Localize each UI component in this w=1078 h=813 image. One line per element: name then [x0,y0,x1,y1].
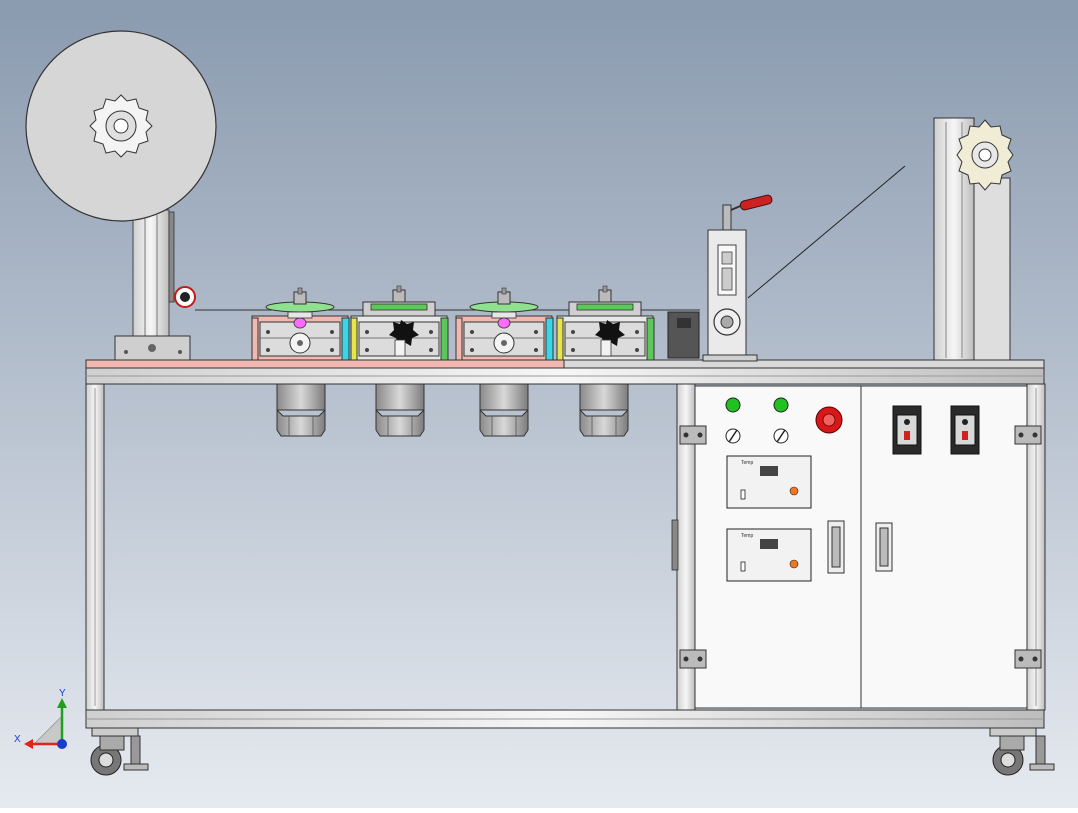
electrical-cabinet: Temp Temp [679,385,1042,709]
horn-tip [497,317,511,329]
adjust-knob [595,320,625,346]
cutter-bolt [396,285,402,293]
disc-collar [287,311,313,319]
unwind-reel [25,30,217,362]
side-block [341,317,350,361]
selector-switch[interactable] [725,428,741,444]
tension-unit [667,165,906,362]
motor-body [375,383,425,411]
cutting-station [556,285,655,361]
rewind-tower [933,117,1014,361]
bolt [635,348,639,352]
bolt [330,330,334,334]
hinge [1014,649,1042,669]
bolt [266,348,270,352]
bolt [534,348,538,352]
door-handle[interactable] [827,520,845,574]
adjust-knob [389,320,419,346]
table-top [563,359,1045,369]
roller-axle [297,340,303,346]
green-indicator-lamp[interactable] [725,397,741,413]
welding-station [251,287,350,361]
motor-body [276,383,326,411]
side-block [545,317,554,361]
controller-label: Temp [741,460,753,466]
drive-motor [375,383,425,437]
drive-motor [479,383,529,437]
hinge [679,425,707,445]
pink-plate [85,359,565,369]
disc-collar [491,311,517,319]
bolt [365,348,369,352]
power-switch[interactable] [892,405,922,455]
welding-station [455,287,554,361]
bolt [330,348,334,352]
horn-tip [293,317,307,329]
adjust-handle [739,194,773,211]
emergency-stop-button[interactable] [815,406,843,434]
cutter-guide [576,303,634,311]
hinge [679,649,707,669]
bolt [429,330,433,334]
motor-body [479,383,529,411]
roller-axle [501,340,507,346]
axis-label-x: X [14,734,21,745]
disc-bolt [501,287,507,295]
bolt [571,330,575,334]
side-block [350,317,358,361]
motor-body [579,383,629,411]
reel-post [132,209,170,339]
temperature-controller[interactable]: Temp [726,455,812,509]
disc-bolt [297,287,303,295]
cutting-station [350,285,449,361]
side-block [646,317,655,361]
bolt [365,330,369,334]
cutter-holder [394,339,406,357]
drive-motor [579,383,629,437]
machine-frame [85,383,1046,729]
axis-label-y: Y [59,688,66,699]
bolt [635,330,639,334]
side-block [440,317,449,361]
temperature-controller[interactable]: Temp [726,528,812,582]
controller-label: Temp [741,533,753,539]
caster-wheel [90,727,149,776]
power-switch[interactable] [950,405,980,455]
door-handle[interactable] [875,522,893,572]
bolt [470,330,474,334]
bolt [534,330,538,334]
drive-motor [276,383,326,437]
cutter-bolt [602,285,608,293]
bolt [266,330,270,334]
bolt [429,348,433,352]
green-indicator-lamp[interactable] [773,397,789,413]
side-block [455,317,463,361]
caster-wheel [989,727,1055,776]
side-block [251,317,259,361]
selector-switch[interactable] [773,428,789,444]
bolt [571,348,575,352]
side-block [556,317,564,361]
axis-triad: Y X [14,688,67,749]
bolt [470,348,474,352]
cutter-holder [600,339,612,357]
cutter-guide [370,303,428,311]
hinge [1014,425,1042,445]
